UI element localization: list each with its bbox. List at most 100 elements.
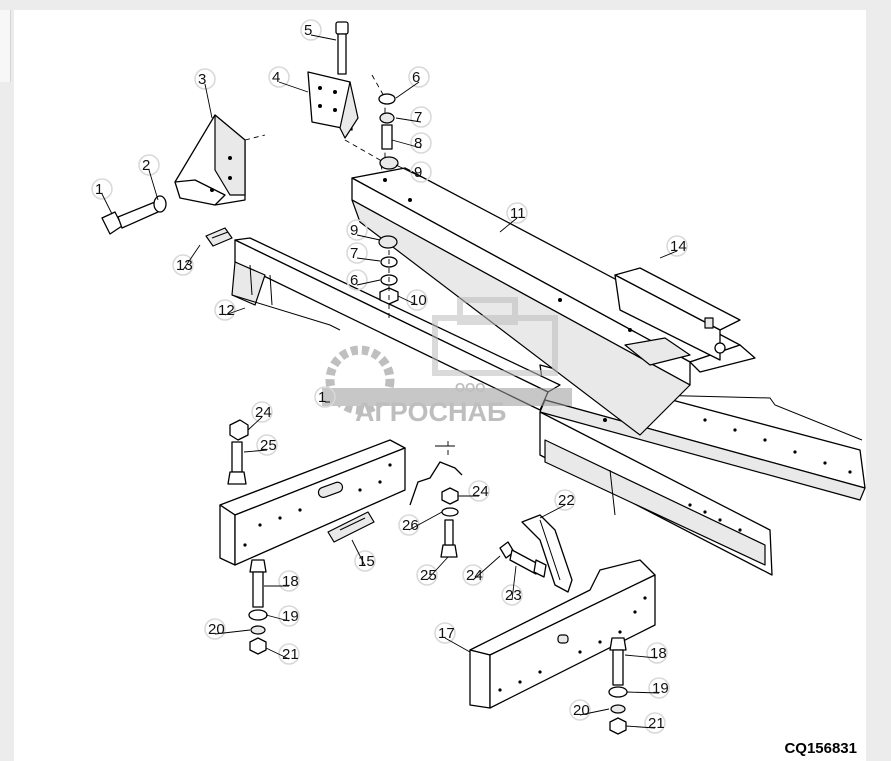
callout-19: 19 <box>265 605 300 627</box>
callout-10: 10 <box>397 289 428 311</box>
callout-leader <box>511 565 517 601</box>
bolt-with-nut-left <box>227 419 249 485</box>
callout-leader <box>395 81 420 99</box>
lower-isolator-stack <box>378 235 399 318</box>
bolt-stack-left <box>248 559 268 655</box>
callout-number: 24 <box>472 483 489 500</box>
callout-15: 15 <box>351 539 376 572</box>
callout-number: 18 <box>650 645 667 662</box>
drawing-sheet <box>14 10 866 761</box>
callout-number: 1 <box>318 389 326 406</box>
bolt-stack-right <box>608 637 628 735</box>
callout-number: 20 <box>573 702 590 719</box>
callout-21: 21 <box>265 643 300 665</box>
callout-20: 20 <box>569 699 610 721</box>
callout-number: 15 <box>358 553 375 570</box>
callout-number: 19 <box>652 680 669 697</box>
callout-leader <box>356 279 381 286</box>
callout-circle <box>346 219 368 241</box>
callout-leader <box>247 416 263 431</box>
callout-circle <box>569 699 591 721</box>
callout-19: 19 <box>626 677 670 699</box>
callout-3: 3 <box>194 68 216 119</box>
callout-circle <box>138 154 160 176</box>
callout-circle <box>506 202 528 224</box>
callout-number: 25 <box>420 567 437 584</box>
side-bracket <box>521 514 573 593</box>
bolt-with-nut-right <box>499 541 547 578</box>
callout-number: 3 <box>198 71 206 88</box>
callout-circle <box>434 622 456 644</box>
callout-number: 18 <box>282 573 299 590</box>
callout-6: 6 <box>346 269 381 291</box>
callout-12: 12 <box>214 299 246 321</box>
callout-leader <box>395 164 422 178</box>
callout-25: 25 <box>416 556 449 586</box>
callout-circle <box>646 642 668 664</box>
callout-4: 4 <box>268 66 309 93</box>
upper-isolator-stack <box>378 93 399 170</box>
left-panel-edge <box>0 10 11 82</box>
callout-circle <box>268 66 290 88</box>
callout-leader <box>278 81 309 93</box>
callout-number: 1 <box>95 181 103 198</box>
callout-number: 19 <box>282 608 299 625</box>
callout-5: 5 <box>300 19 337 41</box>
callout-number: 4 <box>272 69 280 86</box>
watermark-prefix: ООО <box>455 380 485 395</box>
callout-circle <box>408 66 430 88</box>
callout-leader <box>224 307 246 316</box>
callout-13: 13 <box>172 244 201 276</box>
support-block <box>219 439 406 566</box>
callout-leader <box>214 629 251 635</box>
callout-number: 21 <box>648 715 665 732</box>
callout-leader <box>101 193 113 215</box>
channel-rail <box>231 237 561 411</box>
callout-circle <box>346 269 368 291</box>
callout-leader <box>426 556 449 581</box>
callout-circle <box>278 605 300 627</box>
callout-leader <box>148 169 159 201</box>
callout-number: 6 <box>350 272 358 289</box>
callout-7: 7 <box>346 242 381 264</box>
callout-9: 9 <box>395 161 432 183</box>
callout-11: 11 <box>499 202 528 233</box>
slotted-clip <box>327 511 375 543</box>
callout-circle <box>91 178 113 200</box>
watermark-name: АГРОСНАБ <box>355 397 506 427</box>
callout-leader <box>310 34 337 41</box>
callout-number: 10 <box>410 292 427 309</box>
callout-leader <box>351 539 366 567</box>
callout-22: 22 <box>539 489 576 519</box>
callout-1: 1 <box>91 178 113 215</box>
callout-leader <box>204 83 213 119</box>
callout-8: 8 <box>391 132 432 154</box>
callout-circle <box>300 19 322 41</box>
callout-leader <box>579 708 610 716</box>
callout-9: 9 <box>346 219 381 241</box>
callout-1: 1 <box>314 386 336 408</box>
callout-leader <box>265 647 290 660</box>
callout-leader <box>395 117 422 123</box>
callout-leader <box>391 139 422 149</box>
callout-leader <box>265 614 290 622</box>
callout-circle <box>644 712 666 734</box>
callout-leader <box>472 555 501 581</box>
callout-number: 26 <box>402 517 419 534</box>
callout-number: 7 <box>414 109 422 126</box>
callout-number: 21 <box>282 646 299 663</box>
callout-23: 23 <box>501 565 523 606</box>
callout-number: 24 <box>466 567 483 584</box>
callout-number: 20 <box>208 621 225 638</box>
callout-circle <box>346 242 368 264</box>
callout-number: 22 <box>558 492 575 509</box>
callout-circle <box>314 386 336 408</box>
callout-number: 5 <box>304 22 312 39</box>
callout-circle <box>214 299 236 321</box>
callout-leader <box>659 250 678 259</box>
support-bracket-plate <box>614 267 741 366</box>
callout-2: 2 <box>138 154 160 201</box>
callout-number: 17 <box>438 625 455 642</box>
